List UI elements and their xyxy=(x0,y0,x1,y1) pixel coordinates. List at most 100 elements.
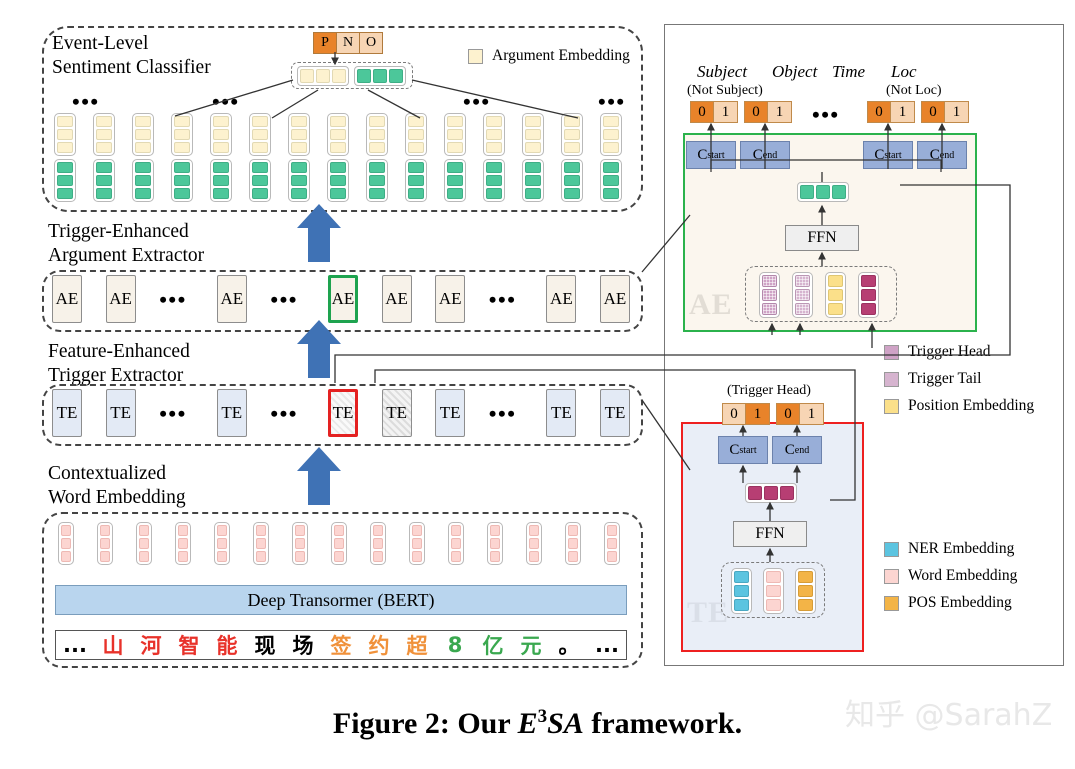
te-token[interactable]: TE xyxy=(600,389,630,437)
embedding-cell xyxy=(408,188,424,199)
ae-token[interactable]: AE xyxy=(52,275,82,323)
ae-token[interactable]: AE xyxy=(600,275,630,323)
embedding-cell xyxy=(96,116,112,127)
embedding-cell xyxy=(568,538,578,549)
pooled-trg-cell xyxy=(373,69,387,83)
embedding-cell xyxy=(135,129,151,140)
legend-label: POS Embedding xyxy=(908,594,1012,611)
embedding-cell xyxy=(798,585,813,597)
embedding-cell xyxy=(252,188,268,199)
ae-bin-loc-end: 0 1 xyxy=(921,101,969,123)
input-token: 智 xyxy=(178,634,200,658)
te-token[interactable]: TE xyxy=(52,389,82,437)
caption-sup: 3 xyxy=(537,706,548,727)
legend-label: Word Embedding xyxy=(908,567,1018,584)
embedding-stack xyxy=(288,159,310,202)
embedding-stack xyxy=(54,113,76,156)
embedding-cell xyxy=(369,129,385,140)
embedding-cell xyxy=(412,525,422,536)
embedding-cell xyxy=(525,175,541,186)
embedding-stack xyxy=(249,113,271,156)
row-dots: ••• xyxy=(488,401,517,426)
embedding-cell xyxy=(135,116,151,127)
embedding-cell xyxy=(762,275,777,287)
classifier-column xyxy=(561,113,583,202)
te-token[interactable]: TE xyxy=(328,389,358,437)
te-pooled-cell xyxy=(780,486,794,500)
embedding-cell xyxy=(795,289,810,301)
sentiment-output-cells: P N O xyxy=(313,32,383,54)
embedding-cell xyxy=(451,525,461,536)
embedding-cell xyxy=(766,599,781,611)
embedding-stack xyxy=(366,113,388,156)
embedding-cell xyxy=(330,175,346,186)
te-token[interactable]: TE xyxy=(546,389,577,437)
argument-dark-stack xyxy=(858,272,879,318)
embedding-cell xyxy=(334,525,344,536)
caption-suffix: framework. xyxy=(583,707,743,740)
embedding-stack xyxy=(327,159,349,202)
embedding-cell xyxy=(100,525,110,536)
embedding-cell xyxy=(525,188,541,199)
embedding-cell xyxy=(486,162,502,173)
input-token: 超 xyxy=(406,634,428,658)
embedding-cell xyxy=(57,188,73,199)
legend-swatch xyxy=(884,398,899,414)
classifier-column xyxy=(249,113,271,202)
te-token[interactable]: TE xyxy=(216,389,247,437)
embedding-cell xyxy=(525,116,541,127)
ae-token[interactable]: AE xyxy=(105,275,136,323)
pooled-arg-cell xyxy=(300,69,314,83)
ae-token[interactable]: AE xyxy=(381,275,412,323)
embedding-cell xyxy=(256,538,266,549)
legend-top-item: Trigger Head xyxy=(884,343,1034,361)
input-token: 场 xyxy=(292,634,314,658)
contextual-embedding-row xyxy=(48,522,633,572)
te-token[interactable]: TE xyxy=(105,389,136,437)
ae-token[interactable]: AE xyxy=(546,275,577,323)
embedding-cell xyxy=(525,162,541,173)
contextual-embedding-stack xyxy=(448,522,464,565)
embedding-cell xyxy=(291,129,307,140)
role-header-subject: Subject xyxy=(697,62,748,81)
embedding-cell xyxy=(564,162,580,173)
embedding-cell xyxy=(861,275,876,287)
te-token[interactable]: TE xyxy=(381,389,412,437)
contextual-embedding-stack xyxy=(175,522,191,565)
embedding-cell xyxy=(61,551,71,562)
classifier-column xyxy=(444,113,466,202)
ae-token[interactable]: AE xyxy=(216,275,247,323)
position-embedding-stack xyxy=(825,272,846,318)
classifier-column xyxy=(405,113,427,202)
embedding-cell xyxy=(490,525,500,536)
embedding-stack xyxy=(93,113,115,156)
embedding-cell xyxy=(734,599,749,611)
legend-swatch xyxy=(884,568,899,584)
embedding-stack xyxy=(132,159,154,202)
ae-token[interactable]: AE xyxy=(435,275,466,323)
embedding-cell xyxy=(139,538,149,549)
embedding-cell xyxy=(529,551,539,562)
ae-feature-columns xyxy=(745,266,897,322)
embedding-cell xyxy=(174,142,190,153)
contextual-embedding-stack xyxy=(565,522,581,565)
embedding-cell xyxy=(603,162,619,173)
embedding-stack xyxy=(210,159,232,202)
ae-token[interactable]: AE xyxy=(328,275,358,323)
pooled-arg-cell xyxy=(332,69,346,83)
ae-role-dots: ••• xyxy=(812,102,840,127)
sub-header-not-loc: (Not Loc) xyxy=(886,83,942,98)
embedding-stack xyxy=(444,113,466,156)
te-token[interactable]: TE xyxy=(435,389,466,437)
legend-label: Position Embedding xyxy=(908,397,1035,414)
embedding-cell xyxy=(486,175,502,186)
c-base: C xyxy=(929,146,940,163)
embedding-stack xyxy=(600,113,622,156)
embedding-cell xyxy=(252,142,268,153)
embedding-cell xyxy=(174,116,190,127)
embedding-cell xyxy=(96,162,112,173)
contextual-embedding-stack xyxy=(136,522,152,565)
classifier-dots: ••• xyxy=(212,89,240,114)
input-token: 山 xyxy=(102,634,124,658)
trigger-extractor-label: Feature-Enhanced Trigger Extractor xyxy=(48,341,190,386)
